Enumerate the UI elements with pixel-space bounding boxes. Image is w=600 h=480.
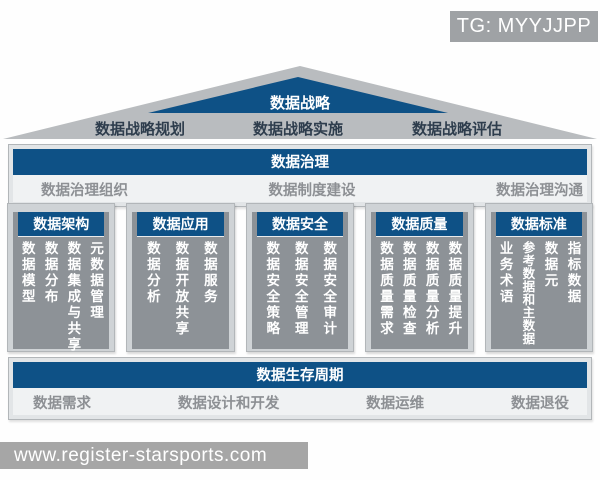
lifecycle-item-requirements: 数据需求 <box>33 396 91 412</box>
strategy-item-planning: 数据战略规划 <box>94 121 185 138</box>
pillar-item: 数据分布 <box>42 241 58 305</box>
pillar-item: 数据质量提升 <box>446 241 462 337</box>
strategy-item-evaluation: 数据战略评估 <box>411 121 502 138</box>
pillar-item: 数据安全策略 <box>264 241 280 337</box>
pillar-item: 指标数据 <box>565 241 581 305</box>
pillar-data-architecture: 数据架构 数据模型 数据分布 数据集成与共享 元数据管理 <box>7 203 116 353</box>
pillar-item: 数据模型 <box>19 241 35 305</box>
strategy-title: 数据战略 <box>269 95 330 112</box>
governance-bar: 数据治理 数据治理组织 数据制度建设 数据治理沟通 <box>8 144 592 207</box>
pillar-item: 数据元 <box>542 241 558 289</box>
pillar-item: 参考数据和主数据 <box>520 241 535 345</box>
pillar-title-quality: 数据质量 <box>376 212 463 237</box>
pillar-data-security: 数据安全 数据安全策略 数据安全管理 数据安全审计 <box>245 203 355 352</box>
lifecycle-items-row: 数据需求 数据设计和开发 数据运维 数据退役 <box>13 388 587 415</box>
governance-title: 数据治理 <box>13 149 587 175</box>
lifecycle-item-retirement: 数据退役 <box>510 396 569 412</box>
pillar-title-application: 数据应用 <box>137 212 224 237</box>
pillar-item: 元数据管理 <box>88 241 104 321</box>
lifecycle-title: 数据生存周期 <box>13 362 587 388</box>
site-watermark: www.register-starsports.com <box>0 442 308 469</box>
pillar-item: 数据集成与共享 <box>65 241 81 353</box>
pillar-data-application: 数据应用 数据分析 数据开放共享 数据服务 <box>126 203 235 352</box>
pillar-data-standards: 数据标准 业务术语 参考数据和主数据 数据元 指标数据 <box>484 203 594 352</box>
pillar-item: 数据质量需求 <box>378 241 393 337</box>
site-watermark-label: www.register-starsports.com <box>14 445 268 466</box>
pillar-item: 数据质量检查 <box>400 241 416 337</box>
pillar-title-standards: 数据标准 <box>495 212 583 237</box>
lifecycle-item-operations: 数据运维 <box>366 396 425 412</box>
pillar-item: 数据质量分析 <box>423 241 439 337</box>
tg-watermark-badge: TG: MYYJJPP <box>450 11 598 42</box>
strategy-item-implementation: 数据战略实施 <box>252 121 343 138</box>
pillar-data-quality: 数据质量 数据质量需求 数据质量检查 数据质量分析 数据质量提升 <box>365 203 474 352</box>
pillar-item: 业务术语 <box>497 241 513 305</box>
governance-item-organization: 数据治理组织 <box>41 183 128 199</box>
tg-watermark-label: TG: MYYJJPP <box>456 15 592 37</box>
pillar-item: 数据安全管理 <box>292 241 308 337</box>
governance-item-policy: 数据制度建设 <box>268 183 356 199</box>
pillar-item: 数据安全审计 <box>321 241 337 337</box>
pillar-item: 数据服务 <box>201 241 217 305</box>
pillar-title-architecture: 数据架构 <box>18 212 105 237</box>
governance-items-row: 数据治理组织 数据制度建设 数据治理沟通 <box>13 175 587 202</box>
pillar-item: 数据开放共享 <box>173 241 189 337</box>
lifecycle-bar: 数据生存周期 数据需求 数据设计和开发 数据运维 数据退役 <box>8 357 592 420</box>
lifecycle-item-design-dev: 数据设计和开发 <box>177 396 280 412</box>
pillar-item: 数据分析 <box>144 241 160 305</box>
governance-item-communication: 数据治理沟通 <box>496 183 583 199</box>
pillars-row: 数据架构 数据模型 数据分布 数据集成与共享 元数据管理 数据应用 数据分析 数… <box>7 203 594 353</box>
pillar-title-security: 数据安全 <box>256 212 344 237</box>
